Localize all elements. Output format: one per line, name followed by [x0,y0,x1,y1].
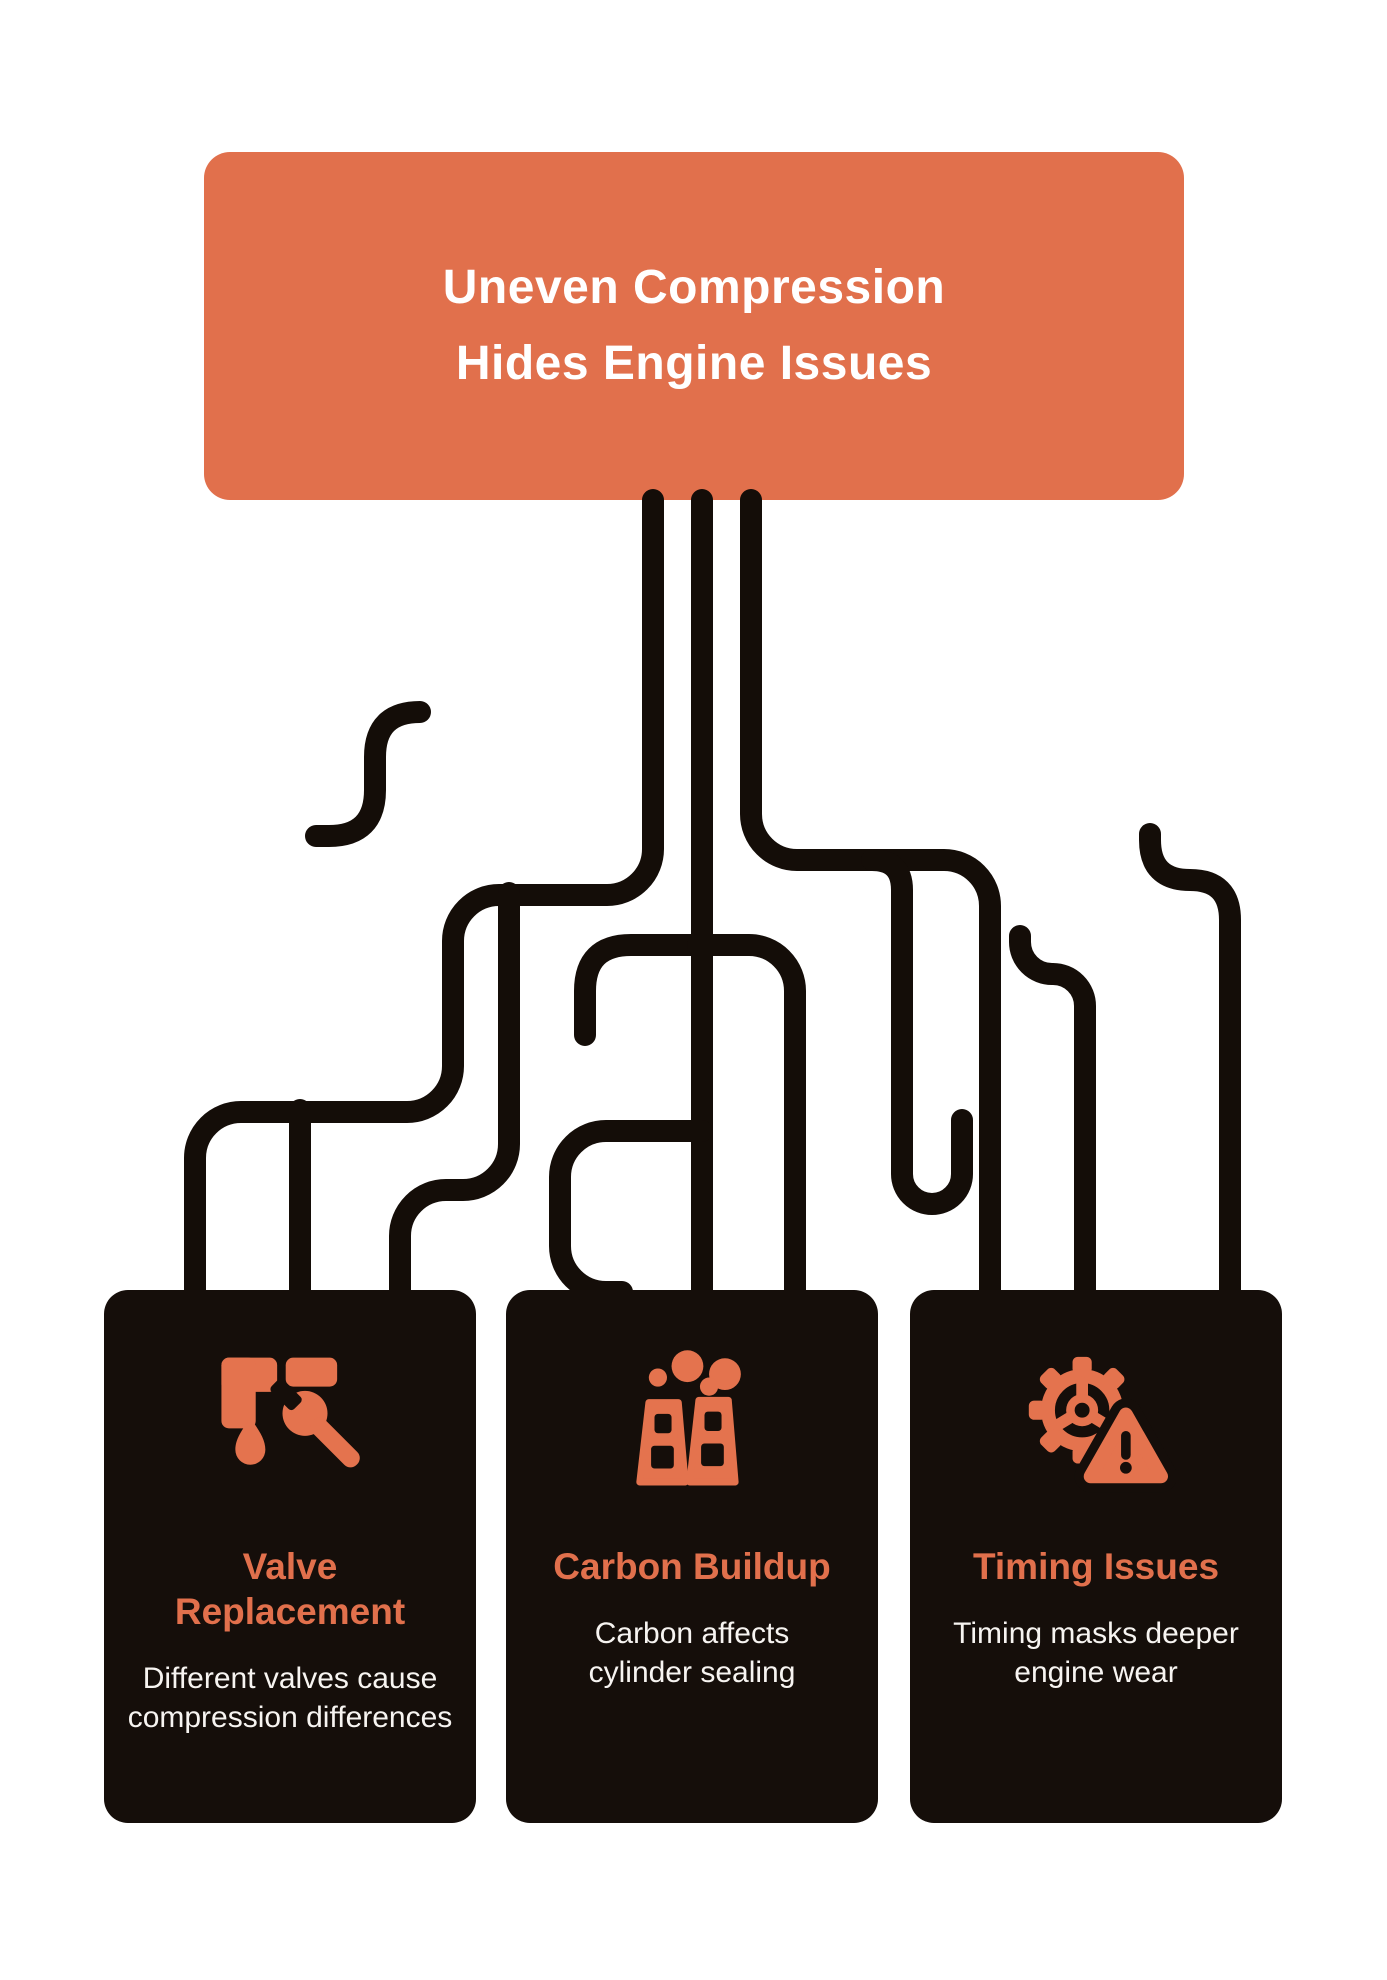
wire-center-stub [574,934,713,1046]
card-valve-replacement: Valve Replacement Different valves cause… [104,1290,476,1823]
wire-right-uturn [861,849,973,1215]
wire-left-stub [305,701,431,847]
wire-far-right-stub [1139,823,1241,1303]
card-heading: Carbon Buildup [553,1546,831,1587]
wire-right-stub [1009,925,1096,1303]
card-body-text: Timing masks deeper engine wear [953,1617,1239,1689]
card-carbon-buildup: Carbon Buildup Carbon affects cylinder s… [506,1290,878,1823]
wire-center-branch-left [549,1120,713,1303]
page-title-line2: Hides Engine Issues [455,337,933,390]
card-body-text: Different valves cause compression diffe… [127,1662,453,1734]
header-box: Uneven Compression Hides Engine Issues [204,152,1184,500]
card-body-text: Carbon affects cylinder sealing [588,1617,796,1689]
page-title-line1: Uneven Compression [442,261,946,314]
pipe-wrench-icon [215,1338,365,1508]
card-heading: Valve Replacement [174,1546,406,1632]
wire-left-branch [389,882,520,1303]
factory-smoke-icon [617,1338,767,1508]
gear-warning-icon [1016,1338,1176,1508]
card-heading: Timing Issues [972,1546,1220,1587]
card-timing-issues: Timing Issues Timing masks deeper engine… [910,1290,1282,1823]
wire-left-main [184,489,664,1303]
wire-center-branch-right [687,934,806,1303]
